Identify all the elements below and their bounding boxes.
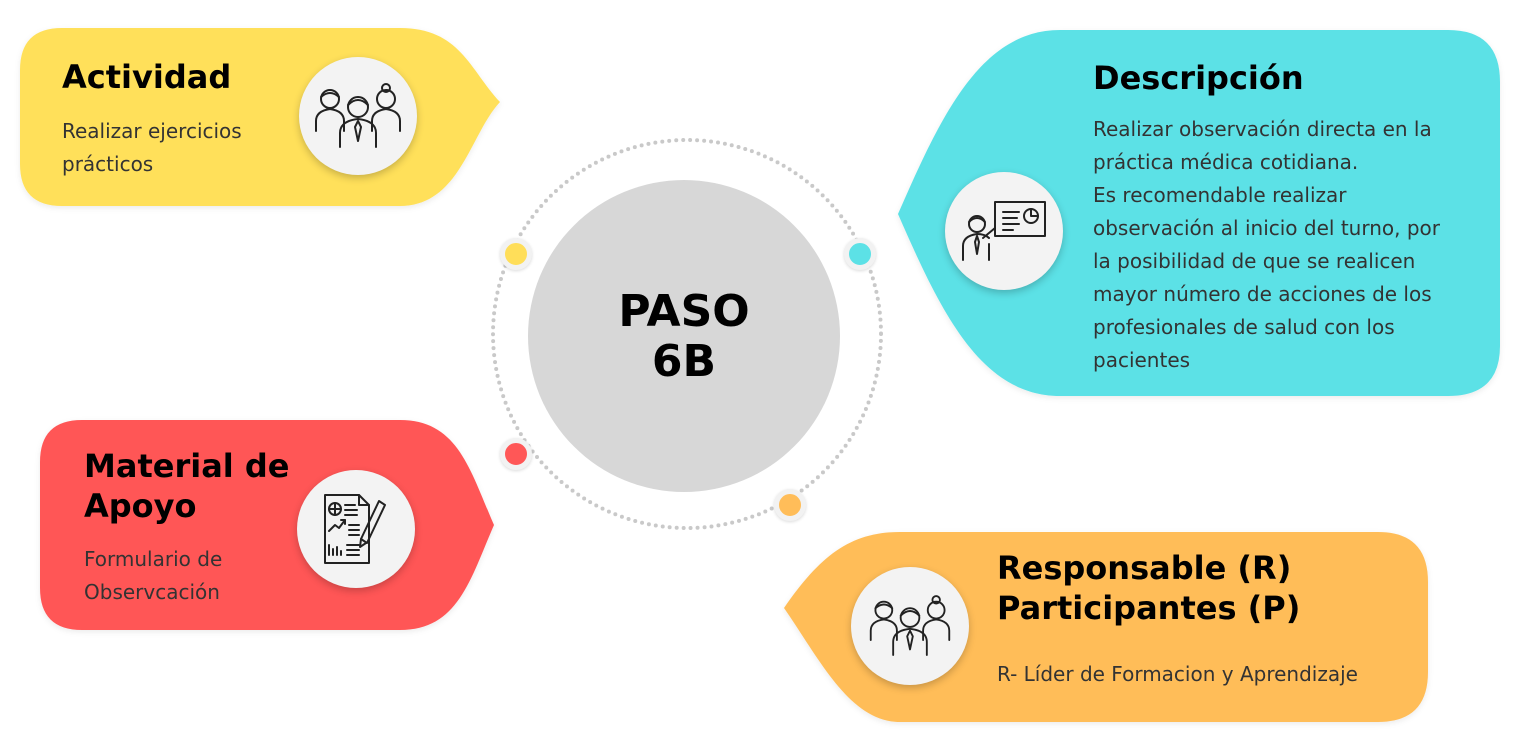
center-circle <box>528 180 840 492</box>
responsable-body-line: R- Líder de Formacion y Aprendizaje <box>997 662 1358 686</box>
descripcion-body-line: Realizar observación directa en la <box>1093 117 1432 141</box>
descripcion-body-line: la posibilidad de que se realicen <box>1093 249 1416 273</box>
connector-node-orange <box>774 489 806 521</box>
actividad-icon-circle <box>299 57 417 175</box>
descripcion-title: Descripción <box>1093 59 1304 97</box>
material-title-line: Material de <box>84 447 290 485</box>
material-body-line: Observcación <box>84 580 220 604</box>
descripcion-body: Realizar observación directa en la práct… <box>1093 113 1440 377</box>
material-title-line: Apoyo <box>84 487 197 525</box>
connector-node-yellow <box>500 238 532 270</box>
descripcion-body-line: pacientes <box>1093 348 1191 372</box>
dotted-connector-ring <box>491 138 883 530</box>
group-people-icon <box>315 83 401 148</box>
responsable-body: R- Líder de Formacion y Aprendizaje <box>997 658 1358 691</box>
material-icon-circle <box>297 470 415 588</box>
report-document-icon <box>324 494 386 564</box>
material-title: Material de Apoyo <box>84 446 290 526</box>
actividad-body-line: prácticos <box>62 152 154 176</box>
responsable-title-line: Participantes (P) <box>997 589 1301 627</box>
descripcion-icon-circle <box>945 172 1063 290</box>
material-body: Formulario de Observcación <box>84 543 222 609</box>
descripcion-card-shape <box>898 30 1500 396</box>
group-people-icon <box>869 595 951 656</box>
actividad-title: Actividad <box>62 58 232 96</box>
descripcion-body-line: profesionales de salud con los <box>1093 315 1395 339</box>
connector-node-cyan <box>844 238 876 270</box>
presentation-board-icon <box>962 201 1046 261</box>
material-body-line: Formulario de <box>84 547 223 571</box>
actividad-body-line: Realizar ejercicios <box>62 119 242 143</box>
responsable-title: Responsable (R) Participantes (P) <box>997 548 1300 628</box>
descripcion-body-line: práctica médica cotidiana. <box>1093 150 1359 174</box>
descripcion-body-line: observación al inicio del turno, por <box>1093 216 1440 240</box>
descripcion-body-line: mayor número de acciones de los <box>1093 282 1432 306</box>
connector-node-red <box>500 438 532 470</box>
center-label-line-1: PASO <box>618 286 750 337</box>
descripcion-body-line: Es recomendable realizar <box>1093 183 1347 207</box>
responsable-icon-circle <box>851 567 969 685</box>
responsable-title-line: Responsable (R) <box>997 549 1292 587</box>
center-label: PASO 6B <box>528 287 840 387</box>
actividad-body: Realizar ejercicios prácticos <box>62 115 242 181</box>
center-label-line-2: 6B <box>651 336 717 387</box>
